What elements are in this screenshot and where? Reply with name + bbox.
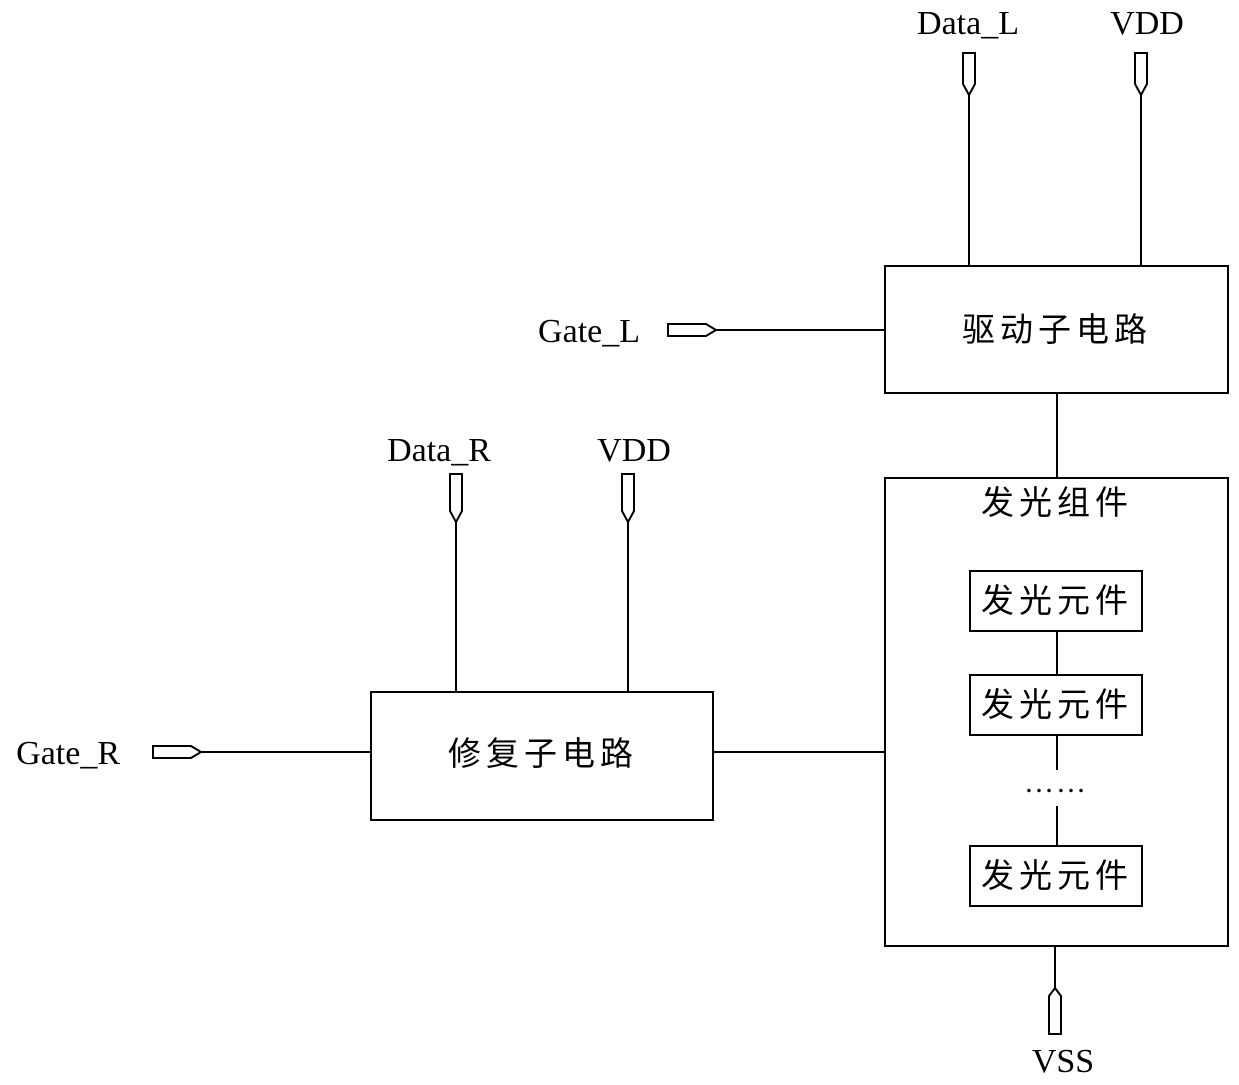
vdd-top-label: VDD <box>1110 5 1184 42</box>
light-emitting-element-2-label: 发光元件 <box>981 685 1133 724</box>
data-r-pin-icon <box>450 474 462 522</box>
gate-r-pin-icon <box>153 746 201 758</box>
vss-label: VSS <box>1032 1043 1094 1080</box>
data-l-pin-icon <box>963 53 975 95</box>
light-emitting-element-3-label: 发光元件 <box>981 856 1133 895</box>
ellipsis: …… <box>1024 766 1088 799</box>
data-r-label: Data_R <box>387 432 491 469</box>
repair-subcircuit-label: 修复子电路 <box>448 734 638 773</box>
light-emitting-assembly-label: 发光组件 <box>981 483 1133 522</box>
gate-l-pin-icon <box>668 324 716 336</box>
vdd-top-pin-icon <box>1135 53 1147 95</box>
vdd-mid-pin-icon <box>622 474 634 522</box>
vss-pin-icon <box>1049 988 1061 1034</box>
vdd-mid-label: VDD <box>597 432 671 469</box>
data-l-label: Data_L <box>917 5 1019 42</box>
drive-subcircuit-label: 驱动子电路 <box>962 310 1152 349</box>
gate-l-label: Gate_L <box>538 313 640 350</box>
light-emitting-element-1-label: 发光元件 <box>981 581 1133 620</box>
gate-r-label: Gate_R <box>16 735 120 772</box>
